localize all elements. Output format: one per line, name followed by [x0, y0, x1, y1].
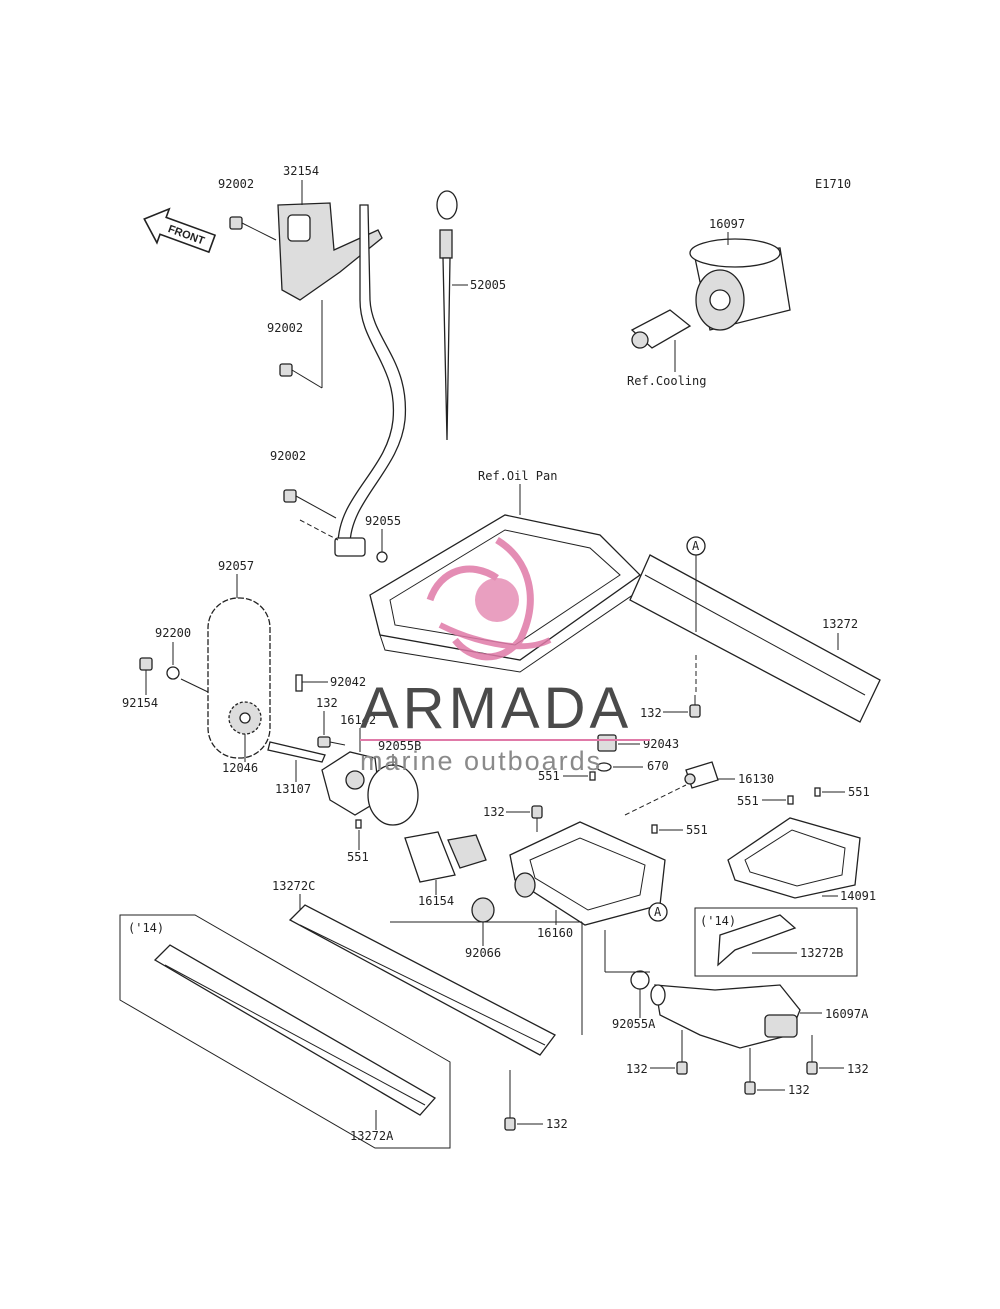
bolt-92154 [139, 657, 153, 695]
label-132-a: 132 [316, 696, 338, 710]
label-13272C: 13272C [272, 879, 315, 893]
bolt-132-f [744, 1048, 756, 1095]
label-52005: 52005 [470, 278, 506, 292]
rotor-16154 [404, 831, 487, 883]
bolt-92002-top [229, 216, 277, 241]
oring-92055 [376, 551, 388, 563]
label-13107: 13107 [275, 782, 311, 796]
valve-16130 [684, 761, 719, 789]
callout-a-top: A [686, 536, 706, 556]
label-92042: 92042 [330, 675, 366, 689]
oil-pump-16142 [321, 751, 381, 816]
label-92055B: 92055B [378, 739, 421, 753]
pin-92042 [295, 674, 303, 692]
label-92002-mid: 92002 [267, 321, 303, 335]
bolt-132-a [317, 736, 346, 748]
label-92043: 92043 [643, 737, 679, 751]
year-box-13272B [694, 907, 858, 977]
year-label-b: ('14) [700, 914, 736, 928]
shaft-13107 [267, 741, 326, 763]
oring-670 [596, 762, 612, 772]
label-92200: 92200 [155, 626, 191, 640]
washer-92200 [166, 666, 180, 680]
armada-logo-icon [426, 537, 552, 661]
label-551-c: 551 [686, 823, 708, 837]
label-551-d: 551 [737, 794, 759, 808]
watermark-subtitle: marine outboards [360, 746, 602, 776]
label-551-e: 551 [848, 785, 870, 799]
label-14091: 14091 [840, 889, 876, 903]
label-16097A: 16097A [825, 1007, 869, 1021]
label-132-g: 132 [847, 1062, 869, 1076]
label-12046: 12046 [222, 761, 258, 775]
watermark-title: ARMADA [360, 676, 632, 741]
baffle-13272A [153, 944, 437, 1116]
label-ref-cooling: Ref.Cooling [627, 374, 706, 388]
oring-92055A [630, 970, 650, 990]
plug-92066 [471, 897, 495, 923]
label-92055A: 92055A [612, 1017, 656, 1031]
label-670: 670 [647, 759, 669, 773]
label-13272: 13272 [822, 617, 858, 631]
label-16130: 16130 [738, 772, 774, 786]
svg-text:A: A [654, 905, 662, 919]
bolt-92002-low [283, 489, 337, 519]
bolt-132-c [531, 805, 543, 832]
year-label-a: ('14) [128, 921, 164, 935]
label-551-a: 551 [347, 850, 369, 864]
bolt-132-g [806, 1035, 818, 1075]
label-13272B: 13272B [800, 946, 843, 960]
svg-text:A: A [692, 539, 700, 553]
callout-a-bottom: A [648, 902, 668, 922]
label-16160: 16160 [537, 926, 573, 940]
label-92066: 92066 [465, 946, 501, 960]
year-box-13272A [119, 914, 451, 1149]
cover-14091 [727, 817, 861, 899]
label-132-d: 132 [546, 1117, 568, 1131]
bolt-132-b [689, 695, 701, 718]
diagram-code: E1710 [815, 177, 851, 191]
oil-filter-16097 [689, 238, 791, 331]
label-ref-oil-pan: Ref.Oil Pan [478, 469, 557, 483]
plate-13272B [717, 914, 797, 967]
label-132-f: 132 [788, 1083, 810, 1097]
bolt-132-d [504, 1070, 516, 1131]
label-16097: 16097 [709, 217, 745, 231]
front-arrow-icon: FRONT [143, 207, 217, 254]
housing-16160 [509, 821, 666, 926]
label-92055: 92055 [365, 514, 401, 528]
cooler-16097A [650, 984, 801, 1049]
bolt-92002-mid [279, 300, 323, 389]
label-16142: 16142 [340, 713, 376, 727]
baffle-13272C [288, 904, 556, 1056]
cooling-fitting [630, 309, 692, 349]
label-32154: 32154 [283, 164, 319, 178]
label-92154: 92154 [122, 696, 158, 710]
bracket-32154 [277, 202, 383, 301]
label-132-c: 132 [483, 805, 505, 819]
label-92002-low: 92002 [270, 449, 306, 463]
baffle-13272 [629, 554, 881, 723]
label-16154: 16154 [418, 894, 454, 908]
dipstick-52005 [436, 190, 458, 441]
label-13272A: 13272A [350, 1129, 394, 1143]
label-551-b: 551 [538, 769, 560, 783]
label-92057: 92057 [218, 559, 254, 573]
bolt-132-e [676, 1030, 688, 1075]
chain-92057 [207, 597, 271, 759]
label-132-b: 132 [640, 706, 662, 720]
label-92002-top: 92002 [218, 177, 254, 191]
label-132-e: 132 [626, 1062, 648, 1076]
